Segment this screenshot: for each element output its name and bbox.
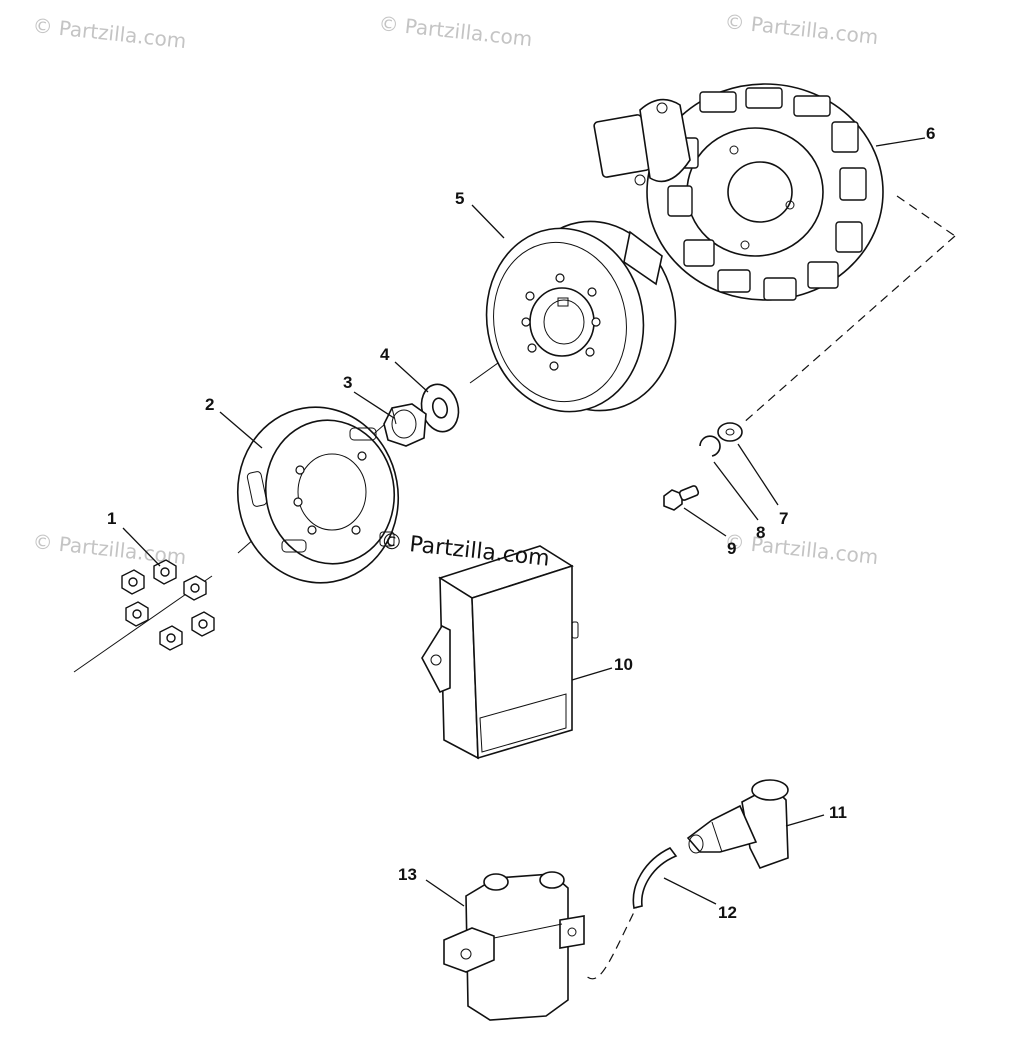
watermark-center: © Partzilla.com — [379, 529, 550, 572]
callout-7: 7 — [779, 509, 788, 528]
flywheel-part-5 — [485, 220, 677, 413]
stator-part-6 — [593, 83, 884, 301]
callout-3: 3 — [343, 373, 352, 392]
spark-plug-cap-part-11 — [686, 779, 789, 869]
washer-part-4 — [420, 383, 460, 433]
watermark-top-center: © Partzilla.com — [377, 11, 533, 51]
lock-washer-part-8 — [699, 435, 721, 457]
callout-1: 1 — [107, 509, 116, 528]
washer-part-7 — [717, 422, 743, 442]
leader-lines — [122, 137, 926, 907]
callout-12: 12 — [718, 903, 737, 922]
bolts-part-1 — [121, 559, 215, 651]
watermark-top-left: © Partzilla.com — [31, 13, 187, 53]
callout-5: 5 — [455, 189, 464, 208]
screw-part-9 — [663, 485, 700, 511]
ignition-coil-part-13 — [443, 871, 585, 1021]
watermark-mid-right: © Partzilla.com — [723, 529, 879, 569]
ignition-lead-part-12 — [632, 846, 678, 909]
callout-6: 6 — [926, 124, 935, 143]
callout-11: 11 — [829, 803, 847, 822]
callout-9: 9 — [727, 539, 736, 558]
callout-10: 10 — [614, 655, 633, 674]
callout-4: 4 — [380, 345, 390, 364]
callout-13: 13 — [398, 865, 417, 884]
cdi-module-part-10 — [421, 545, 579, 760]
callout-8: 8 — [756, 523, 765, 542]
starter-cup-part-2 — [236, 406, 400, 584]
callout-2: 2 — [205, 395, 214, 414]
watermark-top-right: © Partzilla.com — [723, 9, 879, 49]
nut-part-3 — [383, 403, 427, 447]
